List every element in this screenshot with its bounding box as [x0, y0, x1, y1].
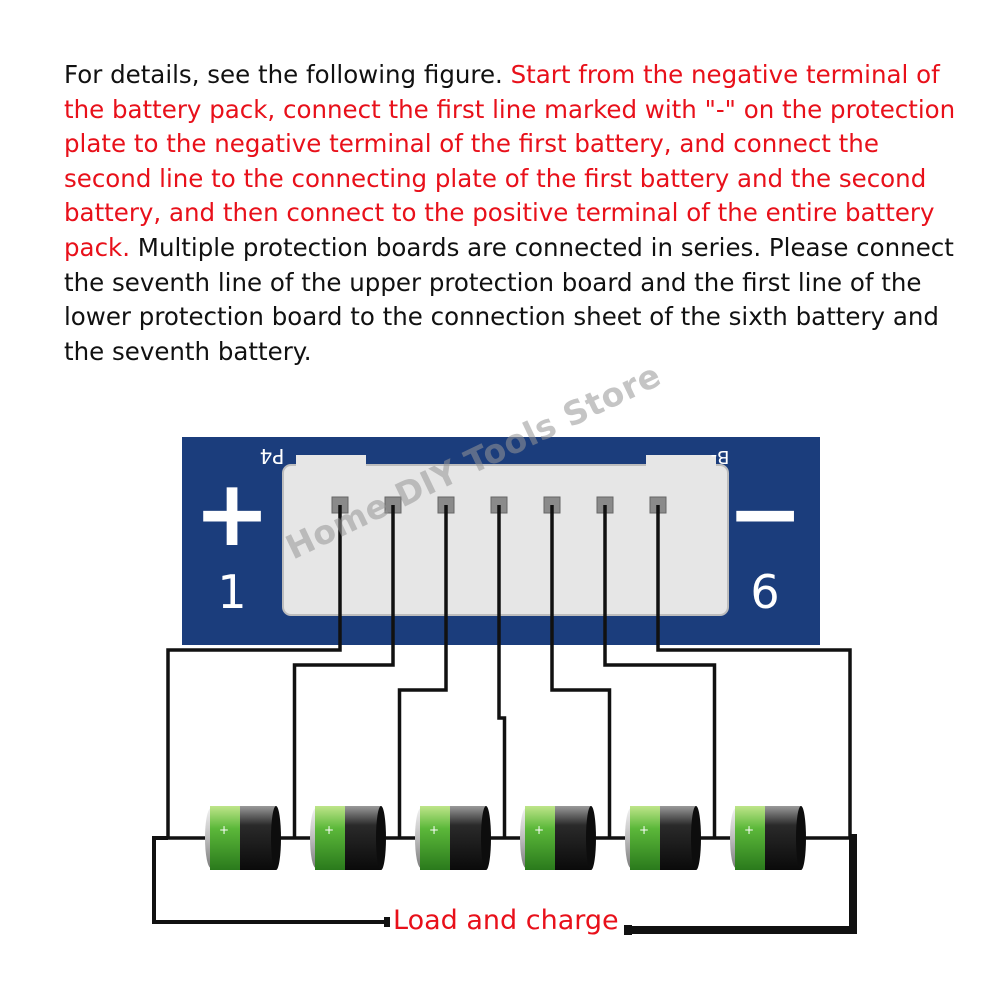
balance-wire-7 [656, 505, 852, 838]
instruction-text: For details, see the following figure. S… [64, 58, 964, 369]
battery-plus-mark-3: + [429, 823, 439, 837]
balance-wire-1 [166, 505, 342, 838]
balance-wire-5 [550, 505, 612, 838]
battery-end-1 [271, 806, 281, 870]
board-number-left: 1 [217, 565, 246, 619]
battery-body-3 [450, 806, 486, 870]
battery-end-6 [796, 806, 806, 870]
battery-plus-mark-1: + [219, 823, 229, 837]
battery-green-band-4 [525, 806, 555, 870]
battery-end-3 [481, 806, 491, 870]
battery-green-band-2 [315, 806, 345, 870]
battery-plus-mark-2: + [324, 823, 334, 837]
connector-lip [296, 455, 366, 473]
balance-wire-4 [497, 505, 507, 838]
connector-lip-right [646, 455, 716, 473]
battery-cell-6: + [730, 806, 806, 870]
silk-label-right: B- [711, 446, 730, 467]
battery-cell-4: + [520, 806, 596, 870]
plus-sign: + [193, 460, 270, 567]
battery-body-1 [240, 806, 276, 870]
board-number-right: 6 [750, 565, 779, 619]
load-terminal-negative [384, 917, 390, 927]
battery-end-5 [691, 806, 701, 870]
instruction-part-intro: For details, see the following figure. [64, 60, 511, 89]
battery-body-2 [345, 806, 381, 870]
battery-cell-5: + [625, 806, 701, 870]
battery-green-band-6 [735, 806, 765, 870]
battery-cell-1: + [205, 806, 281, 870]
silk-label-left: P4 [260, 444, 285, 468]
battery-row: + + + + + + [205, 806, 806, 870]
instruction-part-series: Multiple protection boards are connected… [64, 232, 954, 366]
battery-plus-mark-6: + [744, 823, 754, 837]
battery-green-band-5 [630, 806, 660, 870]
battery-green-band-3 [420, 806, 450, 870]
battery-end-4 [586, 806, 596, 870]
battery-cell-3: + [415, 806, 491, 870]
instruction-part-highlight: Start from the negative terminal of the … [64, 60, 956, 262]
battery-green-band-1 [210, 806, 240, 870]
load-wire-negative [152, 836, 384, 924]
battery-end-2 [376, 806, 386, 870]
battery-plus-mark-5: + [639, 823, 649, 837]
load-terminal-positive [624, 925, 632, 935]
balance-wire-2 [292, 505, 395, 838]
load-and-charge-loop [152, 834, 857, 935]
battery-body-5 [660, 806, 696, 870]
load-wire-positive [630, 834, 857, 934]
balance-wire-6 [603, 505, 717, 838]
battery-body-4 [555, 806, 591, 870]
battery-cell-2: + [310, 806, 386, 870]
minus-sign: − [726, 460, 803, 567]
battery-plus-mark-4: + [534, 823, 544, 837]
load-and-charge-label: Load and charge [393, 905, 619, 936]
battery-body-6 [765, 806, 801, 870]
balance-wire-3 [397, 505, 448, 838]
